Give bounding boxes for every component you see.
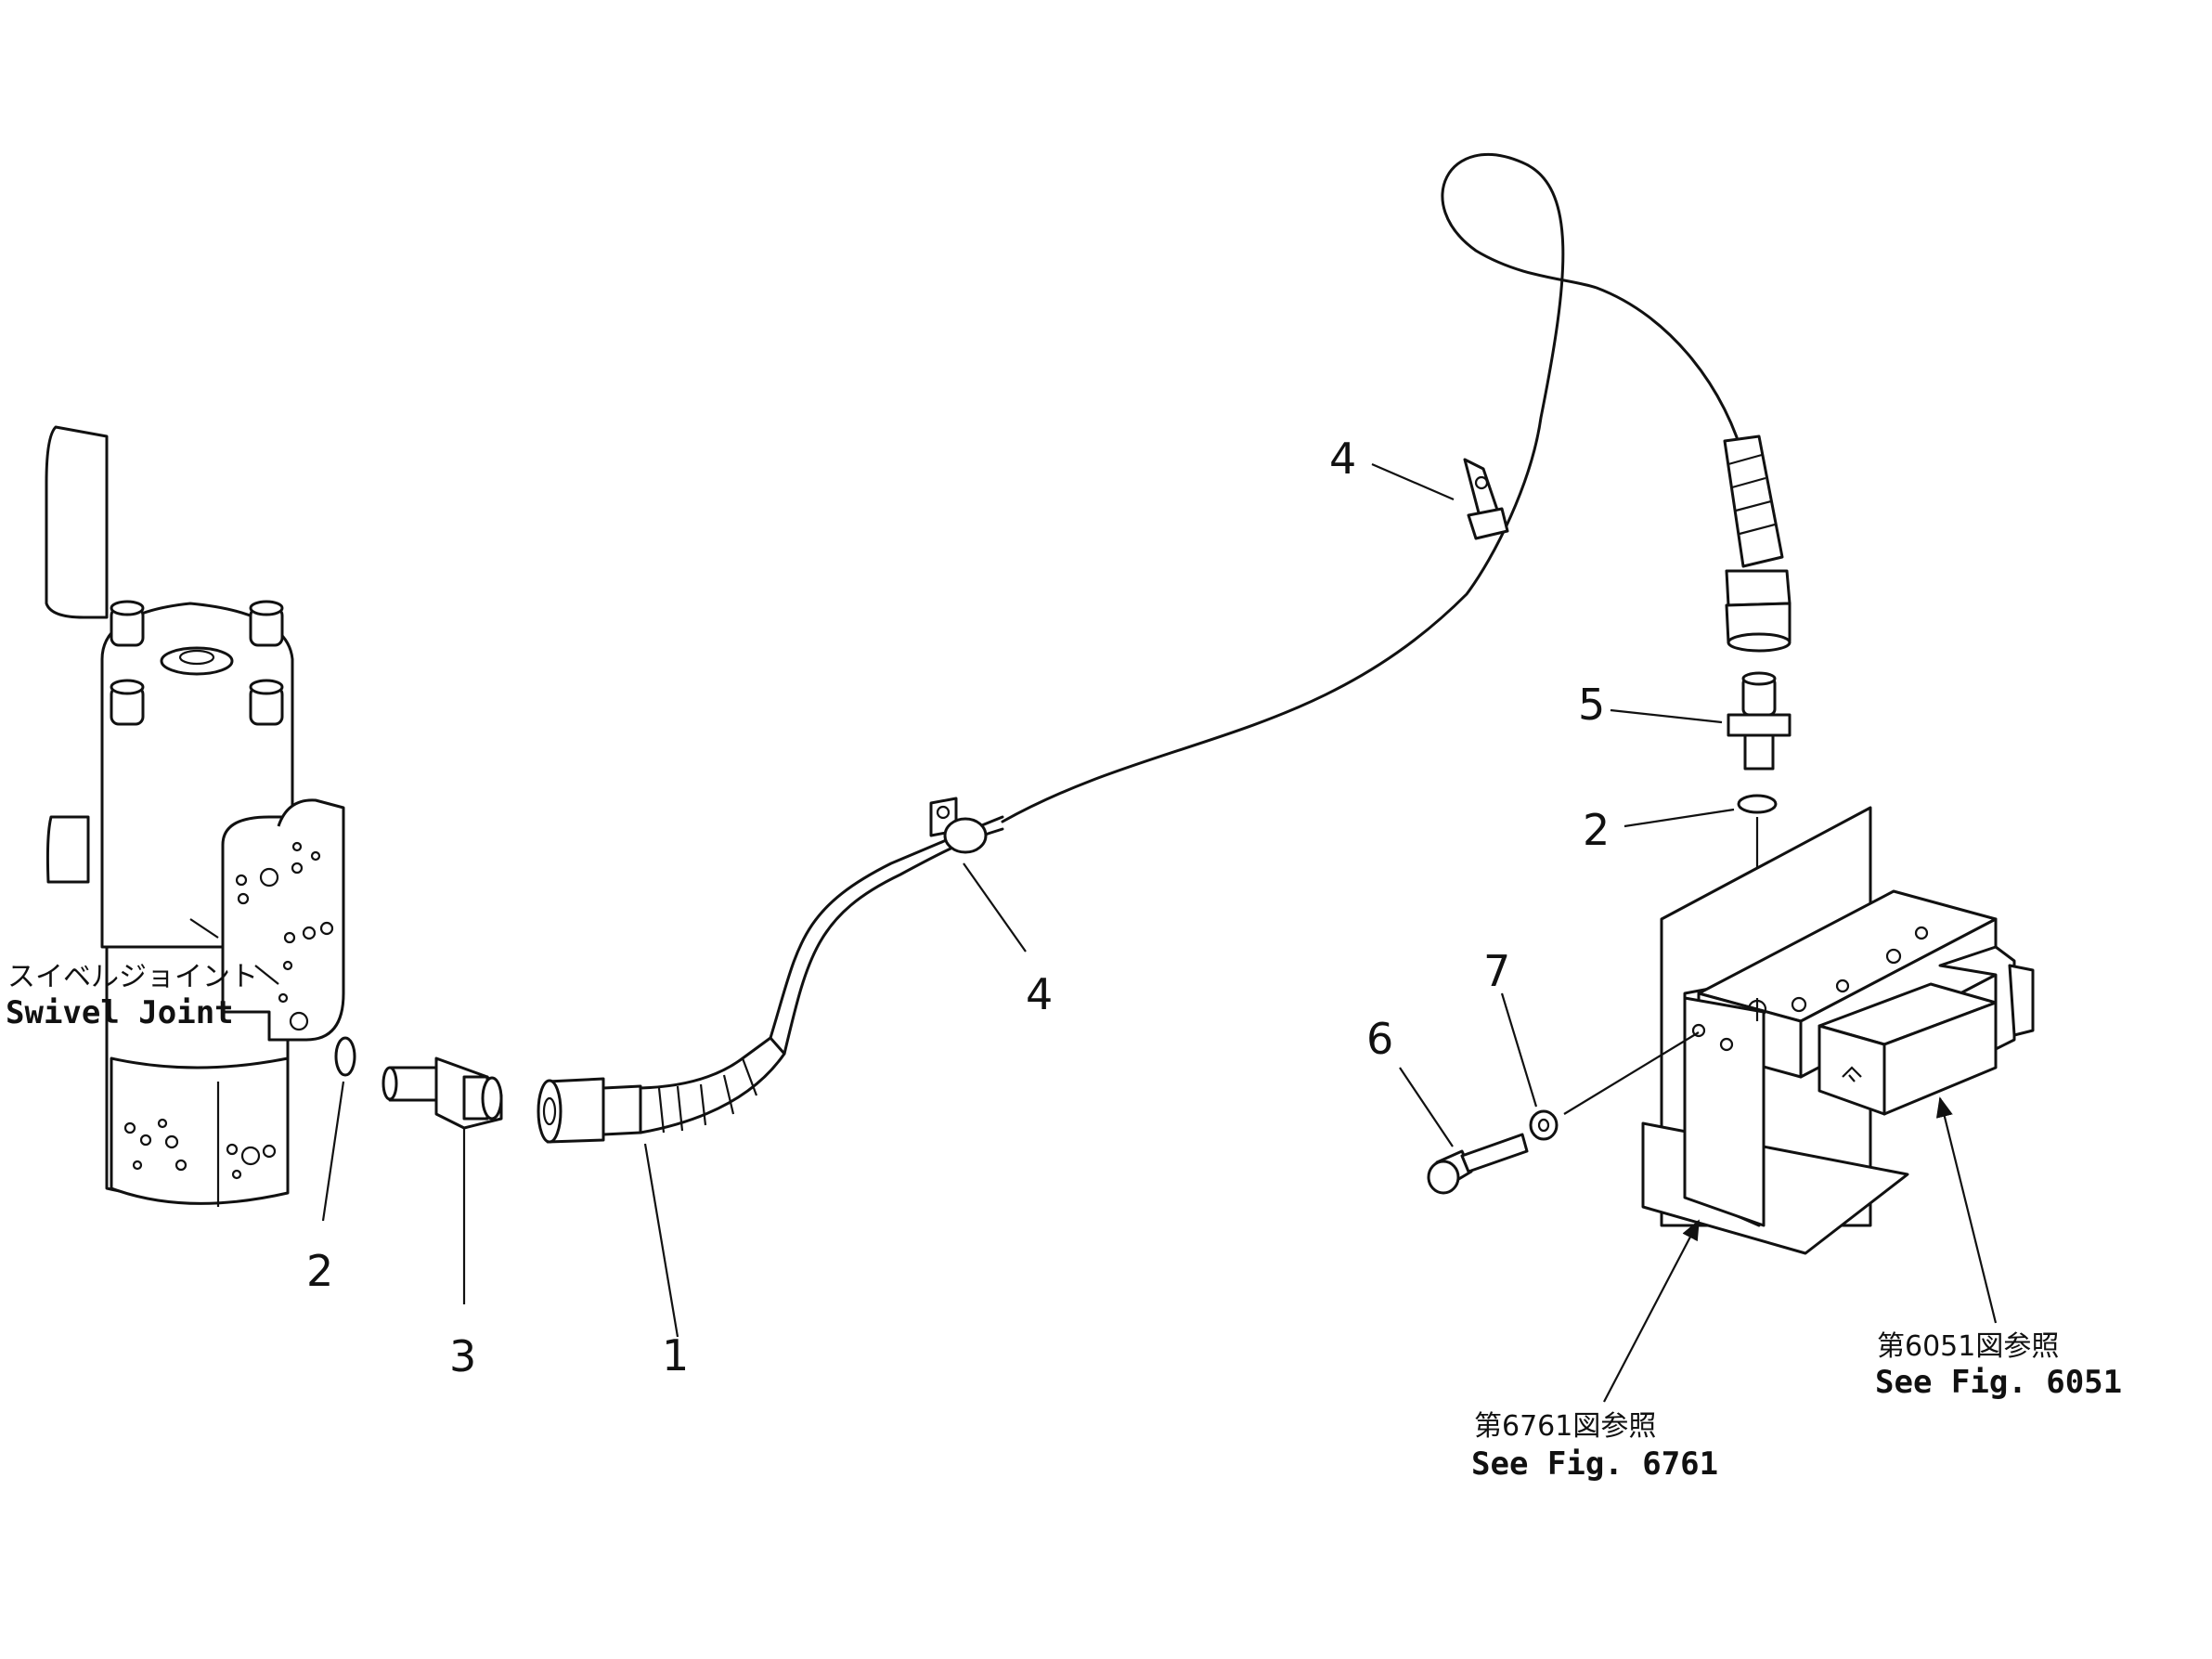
leader-4-lower (963, 862, 1027, 953)
o-ring-left (334, 1036, 356, 1077)
arrow-fig6051 (1935, 1096, 1998, 1324)
leader-5 (1610, 708, 1723, 724)
leader-4-upper (1371, 462, 1455, 501)
bolt (1427, 1133, 1529, 1195)
callout-2-right: 2 (1583, 805, 1610, 855)
leader-1 (643, 1143, 679, 1338)
clamp-lower (929, 797, 988, 854)
washer (1529, 1109, 1559, 1141)
leader-7 (1500, 992, 1538, 1108)
callout-3: 3 (449, 1331, 476, 1381)
callout-4-upper: 4 (1329, 434, 1356, 484)
callout-2-left: 2 (306, 1246, 333, 1296)
ref-6761-jp: 第6761図参照 (1474, 1410, 1656, 1443)
valve-block-assembly (1641, 806, 2035, 1255)
hose-assembly (537, 152, 1792, 1144)
callout-1: 1 (662, 1330, 689, 1380)
washer-hole (1537, 1118, 1550, 1133)
leader-6 (1399, 1067, 1454, 1147)
swivel-joint-label-jp: スイベルジョイント (7, 961, 258, 993)
callout-7: 7 (1483, 946, 1510, 996)
swivel-joint-label-en: Swivel Joint (6, 994, 234, 1031)
elbow-fitting (382, 1056, 503, 1130)
centerline-bolt (1563, 1031, 1700, 1115)
callout-4-lower: 4 (1026, 969, 1053, 1019)
arrow-fig6761 (1603, 1219, 1700, 1403)
leader-2-left (321, 1081, 345, 1222)
ref-6051-en: See Fig. 6051 (1875, 1364, 2122, 1401)
o-ring-right (1737, 794, 1778, 814)
callout-5: 5 (1578, 680, 1605, 730)
leader-2-right (1623, 808, 1735, 828)
ref-6051-jp: 第6051図参照 (1877, 1330, 2059, 1363)
nipple-fitting (1727, 671, 1792, 771)
callout-6: 6 (1366, 1014, 1393, 1064)
ref-6761-en: See Fig. 6761 (1471, 1445, 1718, 1483)
clamp-upper (1463, 458, 1509, 540)
swivel-joint-assembly (45, 425, 345, 1207)
